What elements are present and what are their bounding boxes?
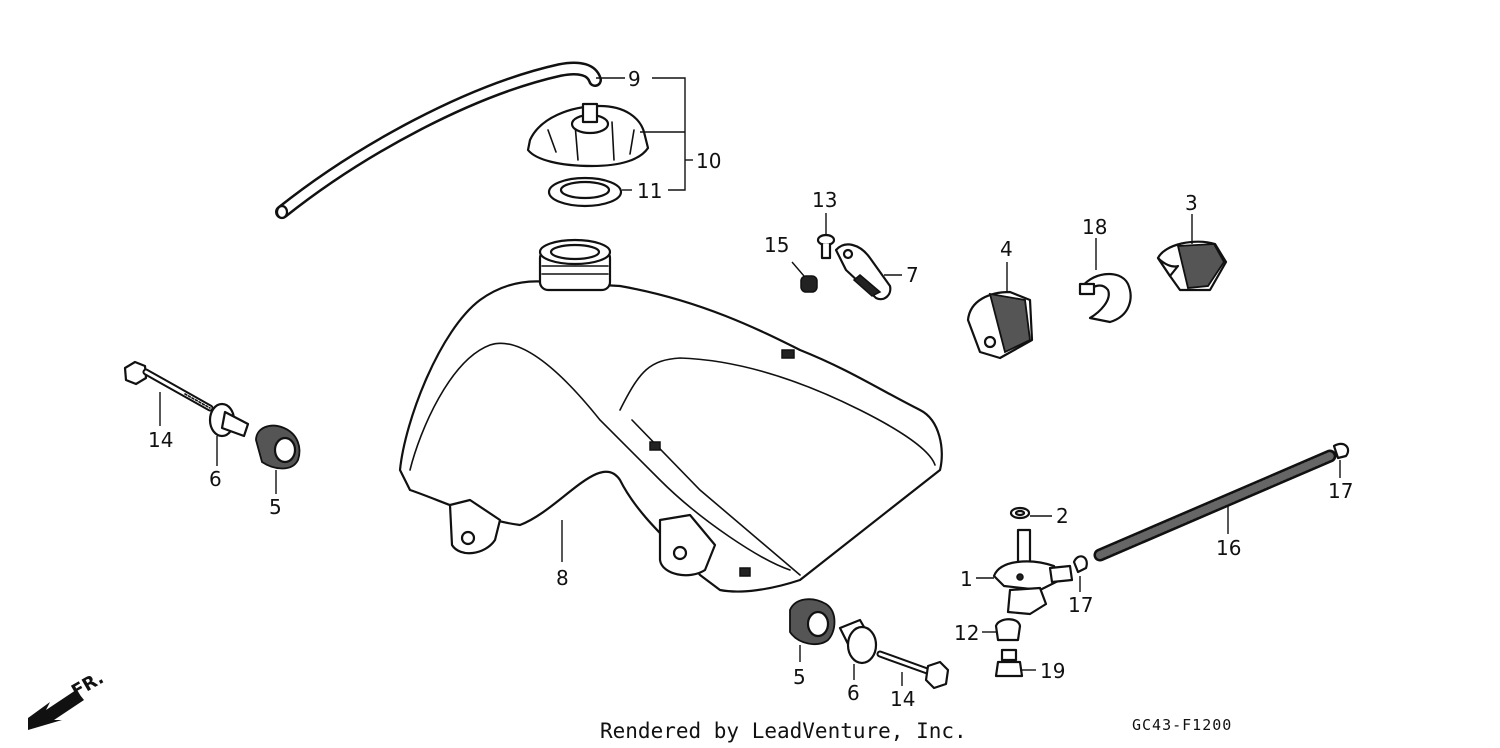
cushion-3 <box>1156 240 1228 292</box>
sediment-cup-12 <box>994 618 1022 642</box>
part-label-17b: 17 <box>1068 593 1093 617</box>
left-mount-rubber <box>255 424 301 470</box>
part-label-2: 2 <box>1056 504 1069 528</box>
part-label-15: 15 <box>764 233 789 257</box>
part-label-14b: 14 <box>890 687 915 711</box>
part-label-13: 13 <box>812 188 837 212</box>
cushion-4 <box>966 290 1034 360</box>
part-label-10: 10 <box>696 149 721 173</box>
front-arrow-icon <box>28 690 84 730</box>
part-labels: 9 10 11 14 6 5 8 13 15 7 4 18 3 2 1 17 1… <box>148 67 1353 711</box>
part-label-1: 1 <box>960 567 973 591</box>
fuel-hose <box>1093 449 1337 562</box>
leader-lines <box>159 77 1341 686</box>
breather-hose <box>275 61 602 220</box>
part-label-5b: 5 <box>793 665 806 689</box>
bracket-7 <box>834 243 892 301</box>
part-label-12: 12 <box>954 621 979 645</box>
part-label-11: 11 <box>637 179 662 203</box>
part-label-9: 9 <box>628 67 641 91</box>
fuel-tank <box>398 238 943 593</box>
cap-gasket <box>547 176 623 208</box>
credit-text: Rendered by LeadVenture, Inc. <box>600 719 967 743</box>
band-18 <box>1078 272 1132 324</box>
part-label-5a: 5 <box>269 495 282 519</box>
part-label-6a: 6 <box>209 467 222 491</box>
washer-2 <box>1009 506 1031 520</box>
fuel-cap <box>526 102 650 168</box>
screw-19 <box>994 648 1024 678</box>
part-label-19: 19 <box>1040 659 1065 683</box>
grommet-15 <box>800 275 818 293</box>
part-label-16: 16 <box>1216 536 1241 560</box>
screw-13 <box>816 233 836 260</box>
diagram-code: GC43-F1200 <box>1132 716 1232 734</box>
right-mount-rubber <box>789 598 836 646</box>
part-label-3: 3 <box>1185 191 1198 215</box>
part-label-4: 4 <box>1000 237 1013 261</box>
part-label-14a: 14 <box>148 428 173 452</box>
left-mount-bolt <box>123 360 214 412</box>
part-label-6b: 6 <box>847 681 860 705</box>
part-label-17a: 17 <box>1328 479 1353 503</box>
right-mount-collar <box>838 618 878 665</box>
part-label-7: 7 <box>906 263 919 287</box>
fuel-cock <box>992 528 1074 616</box>
part-label-8: 8 <box>556 566 569 590</box>
hose-clip-upper <box>1332 442 1350 460</box>
part-label-18: 18 <box>1082 215 1107 239</box>
front-direction: FR. <box>28 667 107 730</box>
left-mount-collar <box>208 402 250 438</box>
right-mount-bolt <box>876 650 950 690</box>
hose-clip-lower <box>1072 555 1088 574</box>
